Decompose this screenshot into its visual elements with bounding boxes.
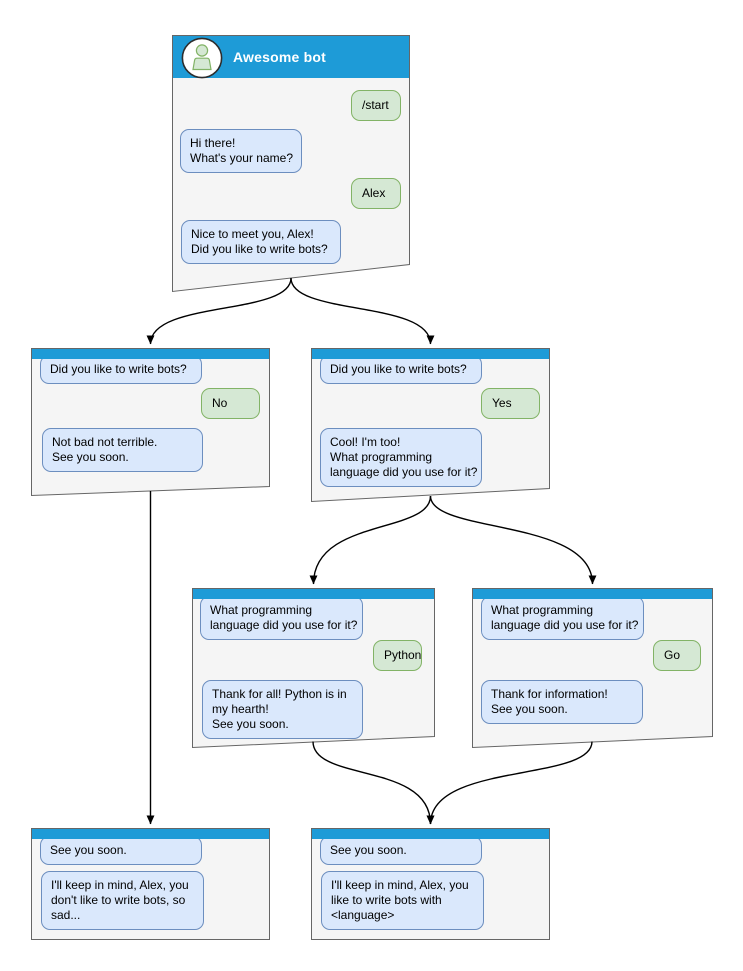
- chat-title: Awesome bot: [233, 49, 326, 65]
- chat-header: [312, 349, 549, 359]
- chat-header: [193, 589, 434, 599]
- chat-header: [32, 349, 269, 359]
- bot-message-bubble: Nice to meet you, Alex! Did you like to …: [181, 220, 341, 264]
- connector-lang-python-to-end-yes: [312, 741, 435, 825]
- chat-header: [473, 589, 712, 599]
- bot-message-bubble: I'll keep in mind, Alex, you don't like …: [41, 871, 204, 930]
- bot-message-bubble: Did you like to write bots?: [40, 355, 202, 384]
- bot-message-bubble: Hi there! What's your name?: [180, 129, 302, 173]
- user-message-bubble: No: [201, 388, 260, 419]
- chat-window-main: Awesome bot /start Hi there! What's your…: [172, 35, 410, 291]
- bot-message-bubble: See you soon.: [40, 836, 202, 865]
- chat-header: Awesome bot: [173, 36, 409, 79]
- avatar: [181, 37, 223, 79]
- bot-message-bubble: See you soon.: [320, 836, 482, 865]
- connector-main-to-branch-no: [146, 277, 292, 345]
- bot-message-bubble: What programming language did you use fo…: [481, 596, 644, 640]
- bot-message-bubble: Thank for all! Python is in my hearth! S…: [202, 680, 363, 739]
- connector-branch-yes-to-lang-go: [429, 495, 597, 585]
- chat-window-lang-python: What programming language did you use fo…: [192, 588, 435, 747]
- connector-lang-go-to-end-yes: [426, 741, 593, 825]
- bot-message-bubble: Not bad not terrible. See you soon.: [42, 428, 203, 472]
- person-icon: [192, 44, 212, 71]
- bot-message-bubble: What programming language did you use fo…: [200, 596, 363, 640]
- user-message-bubble: /start: [351, 90, 401, 121]
- connector-branch-yes-to-lang-python: [309, 495, 432, 585]
- chat-window-lang-go: What programming language did you use fo…: [472, 588, 713, 747]
- chat-header: [312, 829, 549, 839]
- bot-message-bubble: I'll keep in mind, Alex, you like to wri…: [321, 871, 484, 930]
- user-message-bubble: Python: [373, 640, 422, 671]
- connector-main-to-branch-yes: [290, 277, 435, 345]
- bot-message-bubble: Thank for information! See you soon.: [481, 680, 643, 724]
- user-message-bubble: Go: [653, 640, 701, 671]
- user-message-bubble: Yes: [481, 388, 540, 419]
- chat-window-end-no: See you soon. I'll keep in mind, Alex, y…: [31, 828, 270, 940]
- chat-window-branch-yes: Did you like to write bots? Yes Cool! I'…: [311, 348, 550, 501]
- bot-message-bubble: Cool! I'm too! What programming language…: [320, 428, 482, 487]
- chat-header: [32, 829, 269, 839]
- bot-message-bubble: Did you like to write bots?: [320, 355, 482, 384]
- chat-window-branch-no: Did you like to write bots? No Not bad n…: [31, 348, 270, 495]
- chat-window-end-yes: See you soon. I'll keep in mind, Alex, y…: [311, 828, 550, 940]
- user-message-bubble: Alex: [351, 178, 401, 209]
